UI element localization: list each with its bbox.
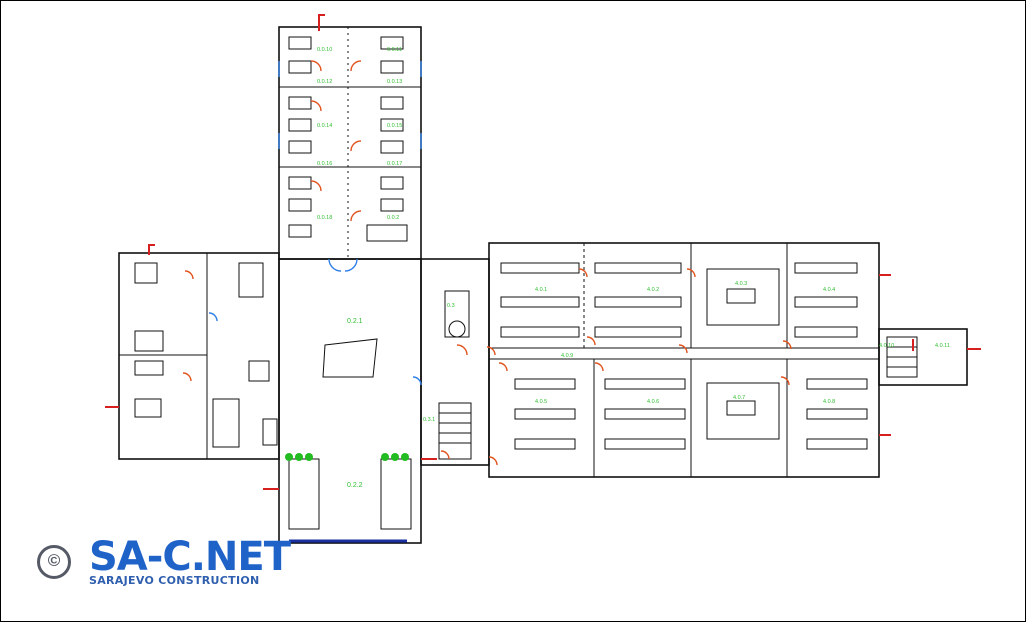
watermark: © SA-C.NET SARAJEVO CONSTRUCTION — [37, 534, 291, 587]
room-label: 4.0.7 — [733, 395, 745, 401]
north-office-desks — [279, 36, 421, 242]
east-annex-outline — [878, 328, 968, 386]
room-label: 0.2.1 — [347, 318, 363, 325]
room-labels: 0.0.10 0.0.11 0.0.12 0.0.13 0.0.14 0.0.1… — [317, 47, 950, 489]
room-label: 0.0.12 — [317, 79, 332, 85]
room-label: 4.0.8 — [823, 399, 835, 405]
room-label: 4.0.4 — [823, 287, 835, 293]
room-label: 0.0.13 — [387, 79, 402, 85]
room-label: 4.0.5 — [535, 399, 547, 405]
brand-tagline: SARAJEVO CONSTRUCTION — [89, 574, 260, 587]
entry-markers — [105, 14, 981, 490]
stairs — [438, 290, 918, 460]
room-label: 0.3.1 — [423, 417, 435, 423]
room-label: 0.0.11 — [387, 47, 402, 53]
room-label: 0.3 — [447, 303, 455, 309]
openings — [208, 61, 422, 386]
room-label: 0.0.2 — [387, 215, 399, 221]
classroom-desks — [500, 243, 868, 477]
room-label: 0.0.17 — [387, 161, 402, 167]
room-label: 0.0.16 — [317, 161, 332, 167]
room-label: 0.0.18 — [317, 215, 332, 221]
west-wing-outline — [118, 252, 280, 460]
room-label: 4.0.6 — [647, 399, 659, 405]
room-label: 4.0.3 — [735, 281, 747, 287]
brand-name: SA-C.NET — [89, 534, 291, 580]
central-hall-outline — [278, 258, 422, 544]
copyright-symbol: © — [47, 551, 61, 570]
west-wing-fixtures — [119, 253, 278, 459]
brand-block: SA-C.NET SARAJEVO CONSTRUCTION — [89, 534, 291, 587]
room-label: 0.0.14 — [317, 123, 332, 129]
room-label: 0.0.10 — [317, 47, 332, 53]
copyright-icon: © — [37, 545, 71, 579]
east-wing-outline — [488, 242, 880, 478]
room-label: 4.0.10 — [879, 343, 894, 349]
hall-features — [288, 338, 412, 543]
plants — [285, 453, 409, 461]
doors — [182, 60, 792, 466]
room-label: 0.0.15 — [387, 123, 402, 129]
room-label: 0.2.2 — [347, 482, 363, 489]
room-label: 4.0.2 — [647, 287, 659, 293]
room-label: 4.0.9 — [561, 353, 573, 359]
room-label: 4.0.1 — [535, 287, 547, 293]
room-label: 4.0.11 — [935, 343, 950, 349]
service-core-outline — [420, 258, 490, 466]
north-wing-outline — [278, 26, 422, 260]
